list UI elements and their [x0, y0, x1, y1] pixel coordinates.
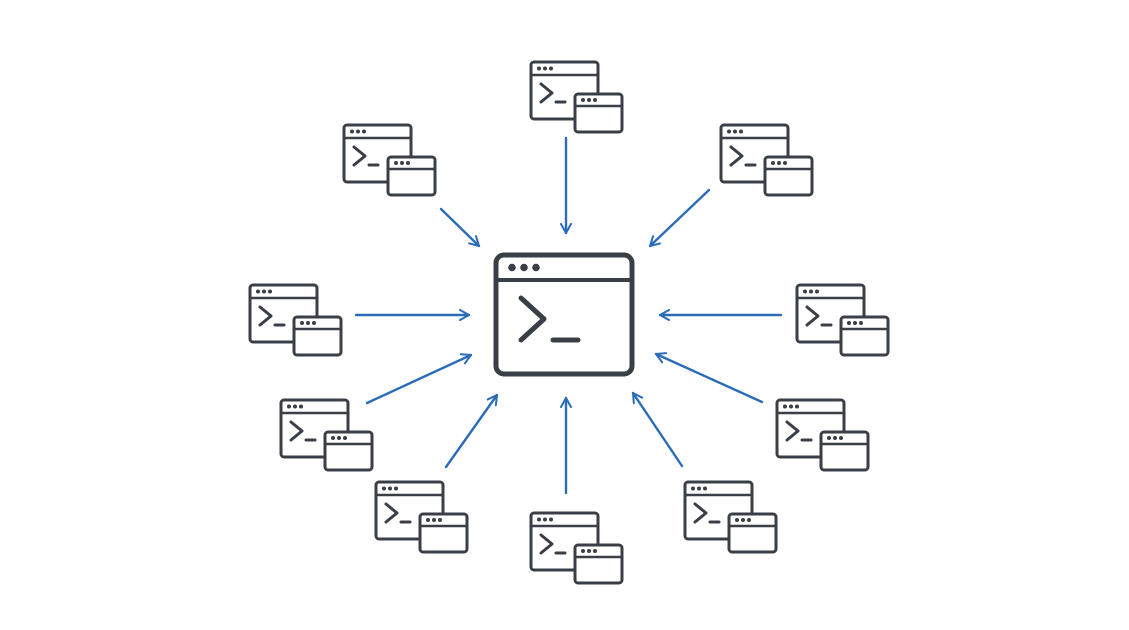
spoke-terminal-windows-icon-9 — [683, 480, 778, 554]
window-dot-icon — [520, 263, 528, 272]
spoke-terminal-windows-icon-5 — [795, 283, 890, 357]
spoke-terminal-windows-icon-2 — [342, 123, 437, 197]
window-dot-icon — [532, 263, 540, 272]
prompt-chevron-icon — [518, 295, 547, 343]
arrow-2 — [439, 207, 481, 248]
hub-terminal-window-icon — [493, 252, 635, 377]
window-dot-icon — [508, 263, 516, 272]
spoke-icons-layer — [248, 60, 890, 585]
arrow-8 — [444, 393, 499, 469]
arrows-layer — [354, 136, 783, 495]
spoke-terminal-windows-icon-7 — [775, 398, 870, 472]
spoke-terminal-windows-icon-6 — [279, 398, 374, 472]
arrow-7 — [654, 352, 764, 404]
arrow-9 — [631, 391, 684, 468]
spoke-terminal-windows-icon-10 — [529, 511, 624, 585]
arrow-6 — [365, 353, 473, 405]
spoke-terminal-windows-icon-3 — [719, 123, 814, 197]
arrow-3 — [648, 188, 711, 248]
hub-icon-layer — [493, 252, 635, 377]
spoke-terminal-windows-icon-8 — [374, 480, 469, 554]
spoke-terminal-windows-icon-1 — [529, 60, 624, 134]
spoke-terminal-windows-icon-4 — [248, 283, 343, 357]
